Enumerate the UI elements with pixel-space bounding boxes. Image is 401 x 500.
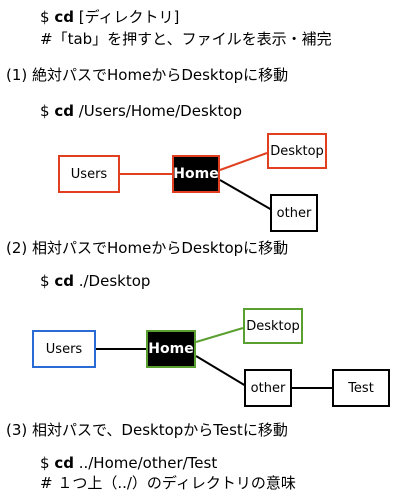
- edge-home-desktop-2: [195, 327, 244, 343]
- cd-keyword: cd: [54, 102, 74, 120]
- edge-home-other-2: [195, 355, 247, 387]
- edge-home-other-1: [219, 179, 273, 211]
- node-desktop: Desktop: [243, 308, 303, 344]
- section3-command: $ cd ../Home/other/Test: [40, 456, 217, 471]
- node-home: Home: [146, 330, 196, 368]
- cd-keyword: cd: [54, 8, 74, 26]
- intro-command: $ cd [ディレクトリ]: [40, 10, 179, 25]
- prompt-symbol: $: [40, 8, 55, 26]
- prompt-symbol: $: [40, 454, 55, 472]
- edge-home-desktop-1: [219, 152, 268, 171]
- prompt-symbol: $: [40, 272, 55, 290]
- intro-comment: #「tab」を押すと、ファイルを表示・補完: [40, 30, 332, 48]
- section3-heading: (3) 相対パスで、DesktopからTestに移動: [6, 421, 288, 439]
- cd-keyword: cd: [54, 454, 74, 472]
- prompt-symbol: $: [40, 102, 55, 120]
- command-argument: [ディレクトリ]: [73, 8, 180, 26]
- node-users: Users: [58, 155, 120, 193]
- node-test: Test: [332, 369, 390, 407]
- section1-command: $ cd /Users/Home/Desktop: [40, 104, 242, 119]
- command-argument: /Users/Home/Desktop: [73, 102, 243, 120]
- command-argument: ./Desktop: [73, 272, 151, 290]
- node-other: other: [270, 194, 318, 232]
- node-desktop: Desktop: [267, 133, 327, 169]
- section2-command: $ cd ./Desktop: [40, 274, 150, 289]
- node-other: other: [244, 369, 292, 407]
- section1-heading: (1) 絶対パスでHomeからDesktopに移動: [6, 66, 289, 84]
- command-argument: ../Home/other/Test: [73, 454, 218, 472]
- node-users: Users: [32, 330, 96, 368]
- node-home: Home: [172, 155, 220, 193]
- section3-comment: # １つ上（../）のディレクトリの意味: [40, 474, 296, 492]
- cd-keyword: cd: [54, 272, 74, 290]
- section2-heading: (2) 相対パスでHomeからDesktopに移動: [6, 239, 289, 257]
